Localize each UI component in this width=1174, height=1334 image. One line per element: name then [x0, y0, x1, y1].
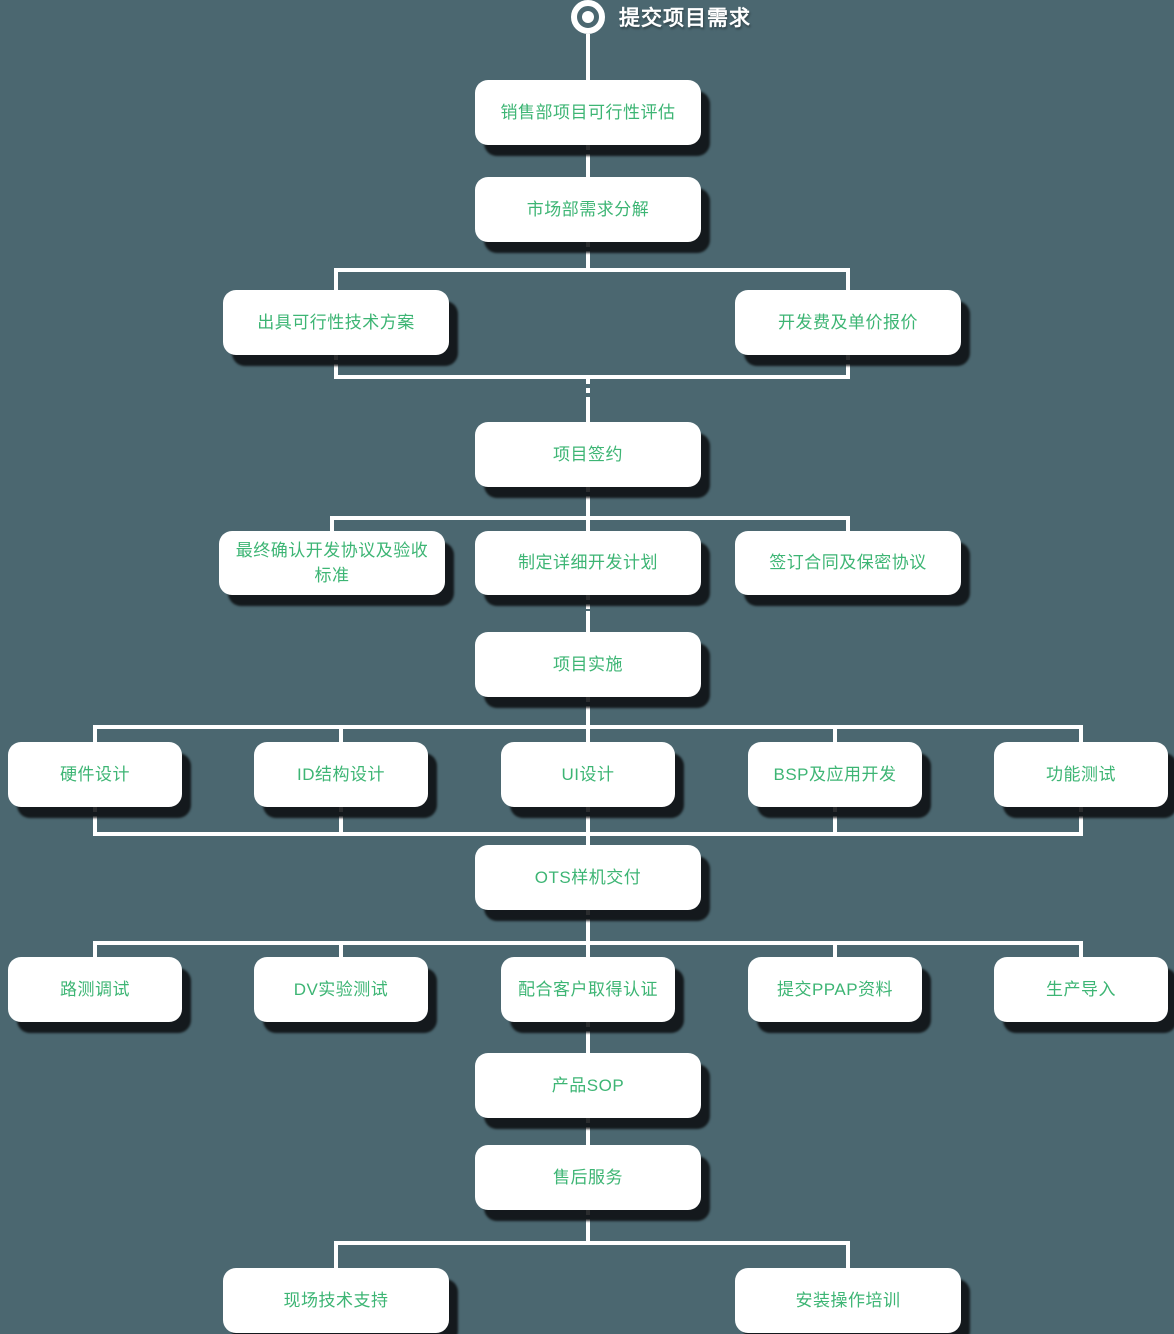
connector-dotted-line — [586, 1210, 590, 1226]
connector-line — [586, 941, 590, 957]
connector-dotted-line — [586, 1022, 590, 1038]
start-title: 提交项目需求 — [619, 7, 751, 30]
connector-line — [833, 725, 837, 742]
connector-dotted-line — [1079, 807, 1083, 821]
connector-line — [339, 941, 343, 957]
node-sales-feasibility: 销售部项目可行性评估 — [475, 80, 701, 145]
connector-rail — [334, 375, 850, 379]
connector-line — [586, 611, 590, 632]
connector-line — [586, 516, 590, 531]
connector-line — [833, 941, 837, 957]
connector-line — [846, 516, 850, 531]
connector-line — [586, 832, 590, 845]
connector-line — [586, 159, 590, 177]
connector-rail — [330, 516, 850, 520]
node-road-test: 路测调试 — [8, 957, 182, 1022]
node-ppap: 提交PPAP资料 — [748, 957, 922, 1022]
connector-dotted-line — [586, 145, 590, 161]
node-dv-test: DV实验测试 — [254, 957, 428, 1022]
node-ots-delivery: OTS样机交付 — [475, 845, 701, 910]
connector-line — [334, 367, 338, 379]
connector-line — [334, 268, 338, 290]
connector-dotted-line — [586, 910, 590, 926]
node-install-training: 安装操作培训 — [735, 1268, 961, 1333]
connector-line — [93, 941, 97, 957]
connector-line — [586, 1224, 590, 1245]
node-onsite-support: 现场技术支持 — [223, 1268, 449, 1333]
node-bsp-dev: BSP及应用开发 — [748, 742, 922, 807]
connector-line — [339, 725, 343, 742]
connector-line — [93, 819, 97, 836]
connector-line — [586, 397, 590, 422]
node-production: 生产导入 — [994, 957, 1168, 1022]
connector-line — [586, 34, 590, 80]
connector-dotted-line — [339, 807, 343, 821]
connector-dotted-line — [833, 807, 837, 821]
connector-line — [330, 516, 334, 531]
node-hw-design: 硬件设计 — [8, 742, 182, 807]
start-node: 提交项目需求 — [571, 0, 751, 34]
connector-dotted-line — [846, 355, 850, 369]
connector-dotted-line — [334, 355, 338, 369]
node-contract-sign: 项目签约 — [475, 422, 701, 487]
node-certification: 配合客户取得认证 — [501, 957, 675, 1022]
bullseye-dot — [582, 11, 594, 23]
connector-line — [833, 819, 837, 836]
node-sop: 产品SOP — [475, 1053, 701, 1118]
node-dev-agreement: 最终确认开发协议及验收标准 — [219, 531, 445, 595]
connector-line — [586, 1036, 590, 1053]
node-after-sales: 售后服务 — [475, 1145, 701, 1210]
node-tech-plan: 出具可行性技术方案 — [223, 290, 449, 355]
connector-dotted-line — [586, 807, 590, 821]
node-func-test: 功能测试 — [994, 742, 1168, 807]
connector-rail — [334, 1241, 850, 1245]
connector-dotted-line — [93, 807, 97, 821]
connector-line — [586, 1130, 590, 1145]
node-id-design: ID结构设计 — [254, 742, 428, 807]
node-dev-plan: 制定详细开发计划 — [475, 531, 701, 595]
node-market-breakdown: 市场部需求分解 — [475, 177, 701, 242]
connector-dotted-line — [586, 242, 590, 258]
connector-dotted-line — [586, 379, 590, 399]
connector-line — [586, 819, 590, 836]
connector-dotted-line — [586, 487, 590, 503]
node-ui-design: UI设计 — [501, 742, 675, 807]
connector-line — [1079, 941, 1083, 957]
connector-line — [1079, 725, 1083, 742]
connector-line — [586, 725, 590, 742]
connector-line — [586, 256, 590, 272]
connector-line — [846, 367, 850, 379]
connector-line — [846, 1241, 850, 1268]
node-implementation: 项目实施 — [475, 632, 701, 697]
node-dev-quote: 开发费及单价报价 — [735, 290, 961, 355]
connector-dotted-line — [586, 595, 590, 613]
connector-dotted-line — [586, 697, 590, 711]
bullseye-icon — [571, 0, 605, 34]
connector-line — [334, 1241, 338, 1268]
node-nda: 签订合同及保密协议 — [735, 531, 961, 595]
connector-line — [586, 501, 590, 520]
connector-dotted-line — [586, 1118, 590, 1132]
connector-line — [846, 268, 850, 290]
connector-line — [586, 924, 590, 945]
connector-line — [1079, 819, 1083, 836]
connector-rail — [334, 268, 850, 272]
connector-line — [93, 725, 97, 742]
connector-line — [586, 709, 590, 729]
connector-line — [339, 819, 343, 836]
